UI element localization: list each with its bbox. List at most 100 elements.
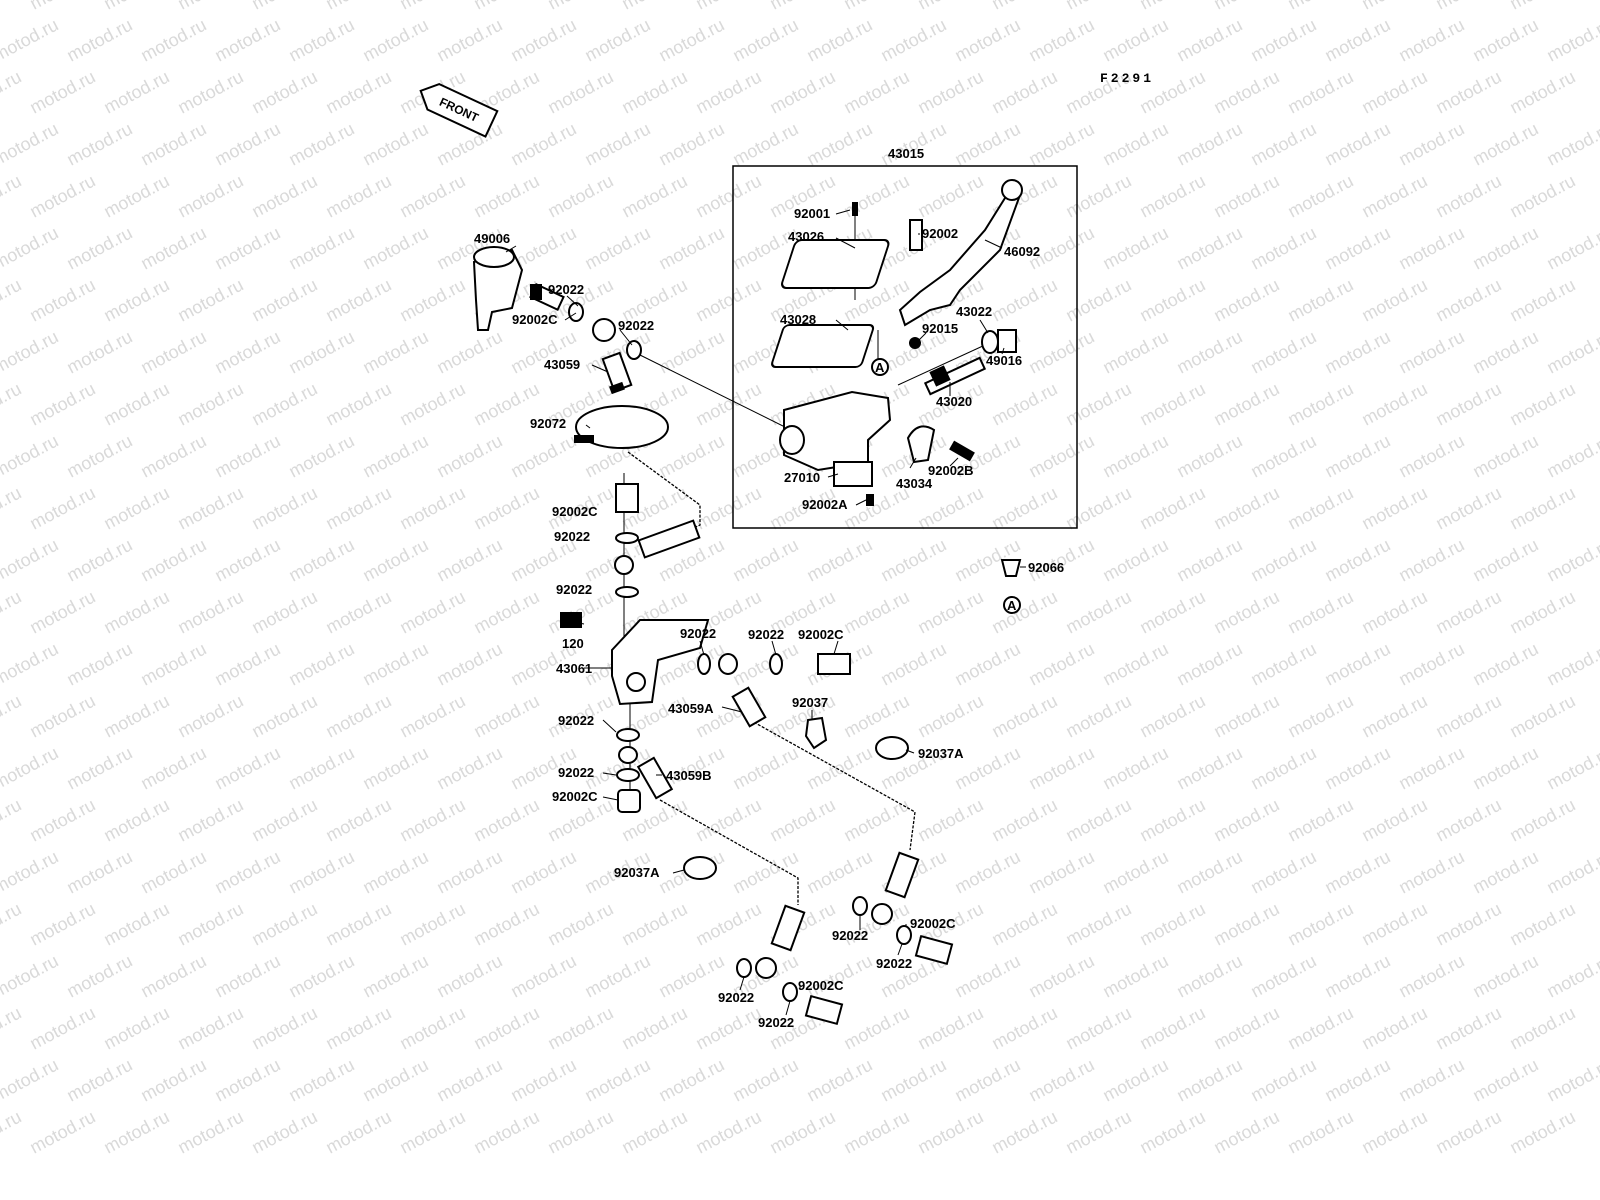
watermark-text: motod.ru xyxy=(544,899,616,950)
watermark-text: motod.ru xyxy=(729,119,801,170)
watermark-text: motod.ru xyxy=(581,951,653,1002)
part-label: 46092 xyxy=(1004,244,1040,259)
watermark-text: motod.ru xyxy=(137,431,209,482)
watermark-text: motod.ru xyxy=(1506,1107,1578,1158)
leader-lines xyxy=(505,209,1026,1016)
watermark-text: motod.ru xyxy=(1284,67,1356,118)
part-label: 92002C xyxy=(798,627,844,642)
watermark-text: motod.ru xyxy=(0,483,25,534)
watermark-text: motod.ru xyxy=(1173,15,1245,66)
bolt-120 xyxy=(560,612,582,628)
watermark-text: motod.ru xyxy=(692,1003,764,1054)
watermark-text: motod.ru xyxy=(0,743,62,794)
piston-43020 xyxy=(923,356,987,396)
part-label: 43059B xyxy=(666,768,712,783)
watermark-text: motod.ru xyxy=(1321,743,1393,794)
watermark-text: motod.ru xyxy=(1062,691,1134,742)
ref-marker-lower: A xyxy=(1003,596,1021,614)
watermark-text: motod.ru xyxy=(1395,327,1467,378)
watermark-text: motod.ru xyxy=(544,67,616,118)
watermark-text: motod.ru xyxy=(174,171,246,222)
watermark-text: motod.ru xyxy=(1173,743,1245,794)
watermark-text: motod.ru xyxy=(1543,431,1600,482)
watermark-text: motod.ru xyxy=(1432,795,1504,846)
watermark-text: motod.ru xyxy=(322,67,394,118)
watermark-text: motod.ru xyxy=(803,743,875,794)
watermark-text: motod.ru xyxy=(507,1055,579,1106)
watermark-text: motod.ru xyxy=(211,535,283,586)
watermark-text: motod.ru xyxy=(26,379,98,430)
hose-fitting-43059 xyxy=(592,318,633,395)
watermark-text: motod.ru xyxy=(1358,899,1430,950)
watermark-text: motod.ru xyxy=(322,1107,394,1158)
watermark-text: motod.ru xyxy=(470,1107,542,1158)
watermark-text: motod.ru xyxy=(137,15,209,66)
watermark-text: motod.ru xyxy=(1025,327,1097,378)
part-label: 92002A xyxy=(802,497,848,512)
boot-49016 xyxy=(997,329,1017,353)
bolt-bottom-left xyxy=(804,994,844,1026)
watermark-text: motod.ru xyxy=(1395,119,1467,170)
watermark-text: motod.ru xyxy=(803,535,875,586)
watermark-text: motod.ru xyxy=(951,951,1023,1002)
watermark-text: motod.ru xyxy=(1358,0,1430,14)
watermark-text: motod.ru xyxy=(1136,1107,1208,1158)
watermark-text: motod.ru xyxy=(914,1003,986,1054)
watermark-text: motod.ru xyxy=(285,119,357,170)
watermark-text: motod.ru xyxy=(507,431,579,482)
watermark-text: motod.ru xyxy=(803,951,875,1002)
watermark-text: motod.ru xyxy=(1432,899,1504,950)
watermark-text: motod.ru xyxy=(1506,0,1578,14)
hose-fitting-43059B xyxy=(636,756,674,800)
watermark-text: motod.ru xyxy=(507,15,579,66)
watermark-text: motod.ru xyxy=(1099,951,1171,1002)
watermark-text: motod.ru xyxy=(433,535,505,586)
watermark-text: motod.ru xyxy=(1543,639,1600,690)
watermark-text: motod.ru xyxy=(1469,119,1541,170)
watermark-text: motod.ru xyxy=(877,1055,949,1106)
watermark-text: motod.ru xyxy=(211,951,283,1002)
watermark-text: motod.ru xyxy=(988,1107,1060,1158)
part-label: 43022 xyxy=(956,304,992,319)
watermark-text: motod.ru xyxy=(433,1055,505,1106)
watermark-text: motod.ru xyxy=(1099,847,1171,898)
watermark-text: motod.ru xyxy=(766,0,838,14)
bolt-92001 xyxy=(852,202,858,216)
watermark-text: motod.ru xyxy=(396,1003,468,1054)
watermark-text: motod.ru xyxy=(877,119,949,170)
watermark-text: motod.ru xyxy=(988,275,1060,326)
watermark-text: motod.ru xyxy=(322,587,394,638)
watermark-text: motod.ru xyxy=(1136,0,1208,14)
watermark-text: motod.ru xyxy=(1247,1055,1319,1106)
part-label: 43020 xyxy=(936,394,972,409)
washer xyxy=(736,958,752,978)
watermark-text: motod.ru xyxy=(174,1003,246,1054)
watermark-text: motod.ru xyxy=(1432,587,1504,638)
watermark-text: motod.ru xyxy=(174,0,246,14)
watermark-text: motod.ru xyxy=(248,171,320,222)
watermark-text: motod.ru xyxy=(1506,379,1578,430)
bolt-92002C-right xyxy=(817,653,851,675)
watermark-text: motod.ru xyxy=(100,1107,172,1158)
part-label: 92022 xyxy=(876,956,912,971)
watermark-text: motod.ru xyxy=(1395,223,1467,274)
watermark-text: motod.ru xyxy=(211,327,283,378)
watermark-text: motod.ru xyxy=(1432,379,1504,430)
watermark-text: motod.ru xyxy=(988,483,1060,534)
watermark-text: motod.ru xyxy=(26,0,98,14)
watermark-text: motod.ru xyxy=(137,327,209,378)
watermark-text: motod.ru xyxy=(1173,327,1245,378)
clamp-92072 xyxy=(575,405,669,449)
watermark-text: motod.ru xyxy=(1543,15,1600,66)
watermark-text: motod.ru xyxy=(100,1003,172,1054)
watermark-text: motod.ru xyxy=(285,223,357,274)
watermark-text: motod.ru xyxy=(840,67,912,118)
watermark-text: motod.ru xyxy=(544,171,616,222)
watermark-text: motod.ru xyxy=(63,847,135,898)
watermark-text: motod.ru xyxy=(1210,379,1282,430)
watermark-text: motod.ru xyxy=(1432,1107,1504,1158)
watermark-text: motod.ru xyxy=(1284,1107,1356,1158)
watermark-text: motod.ru xyxy=(0,795,25,846)
watermark-text: motod.ru xyxy=(359,223,431,274)
watermark-text: motod.ru xyxy=(1062,171,1134,222)
